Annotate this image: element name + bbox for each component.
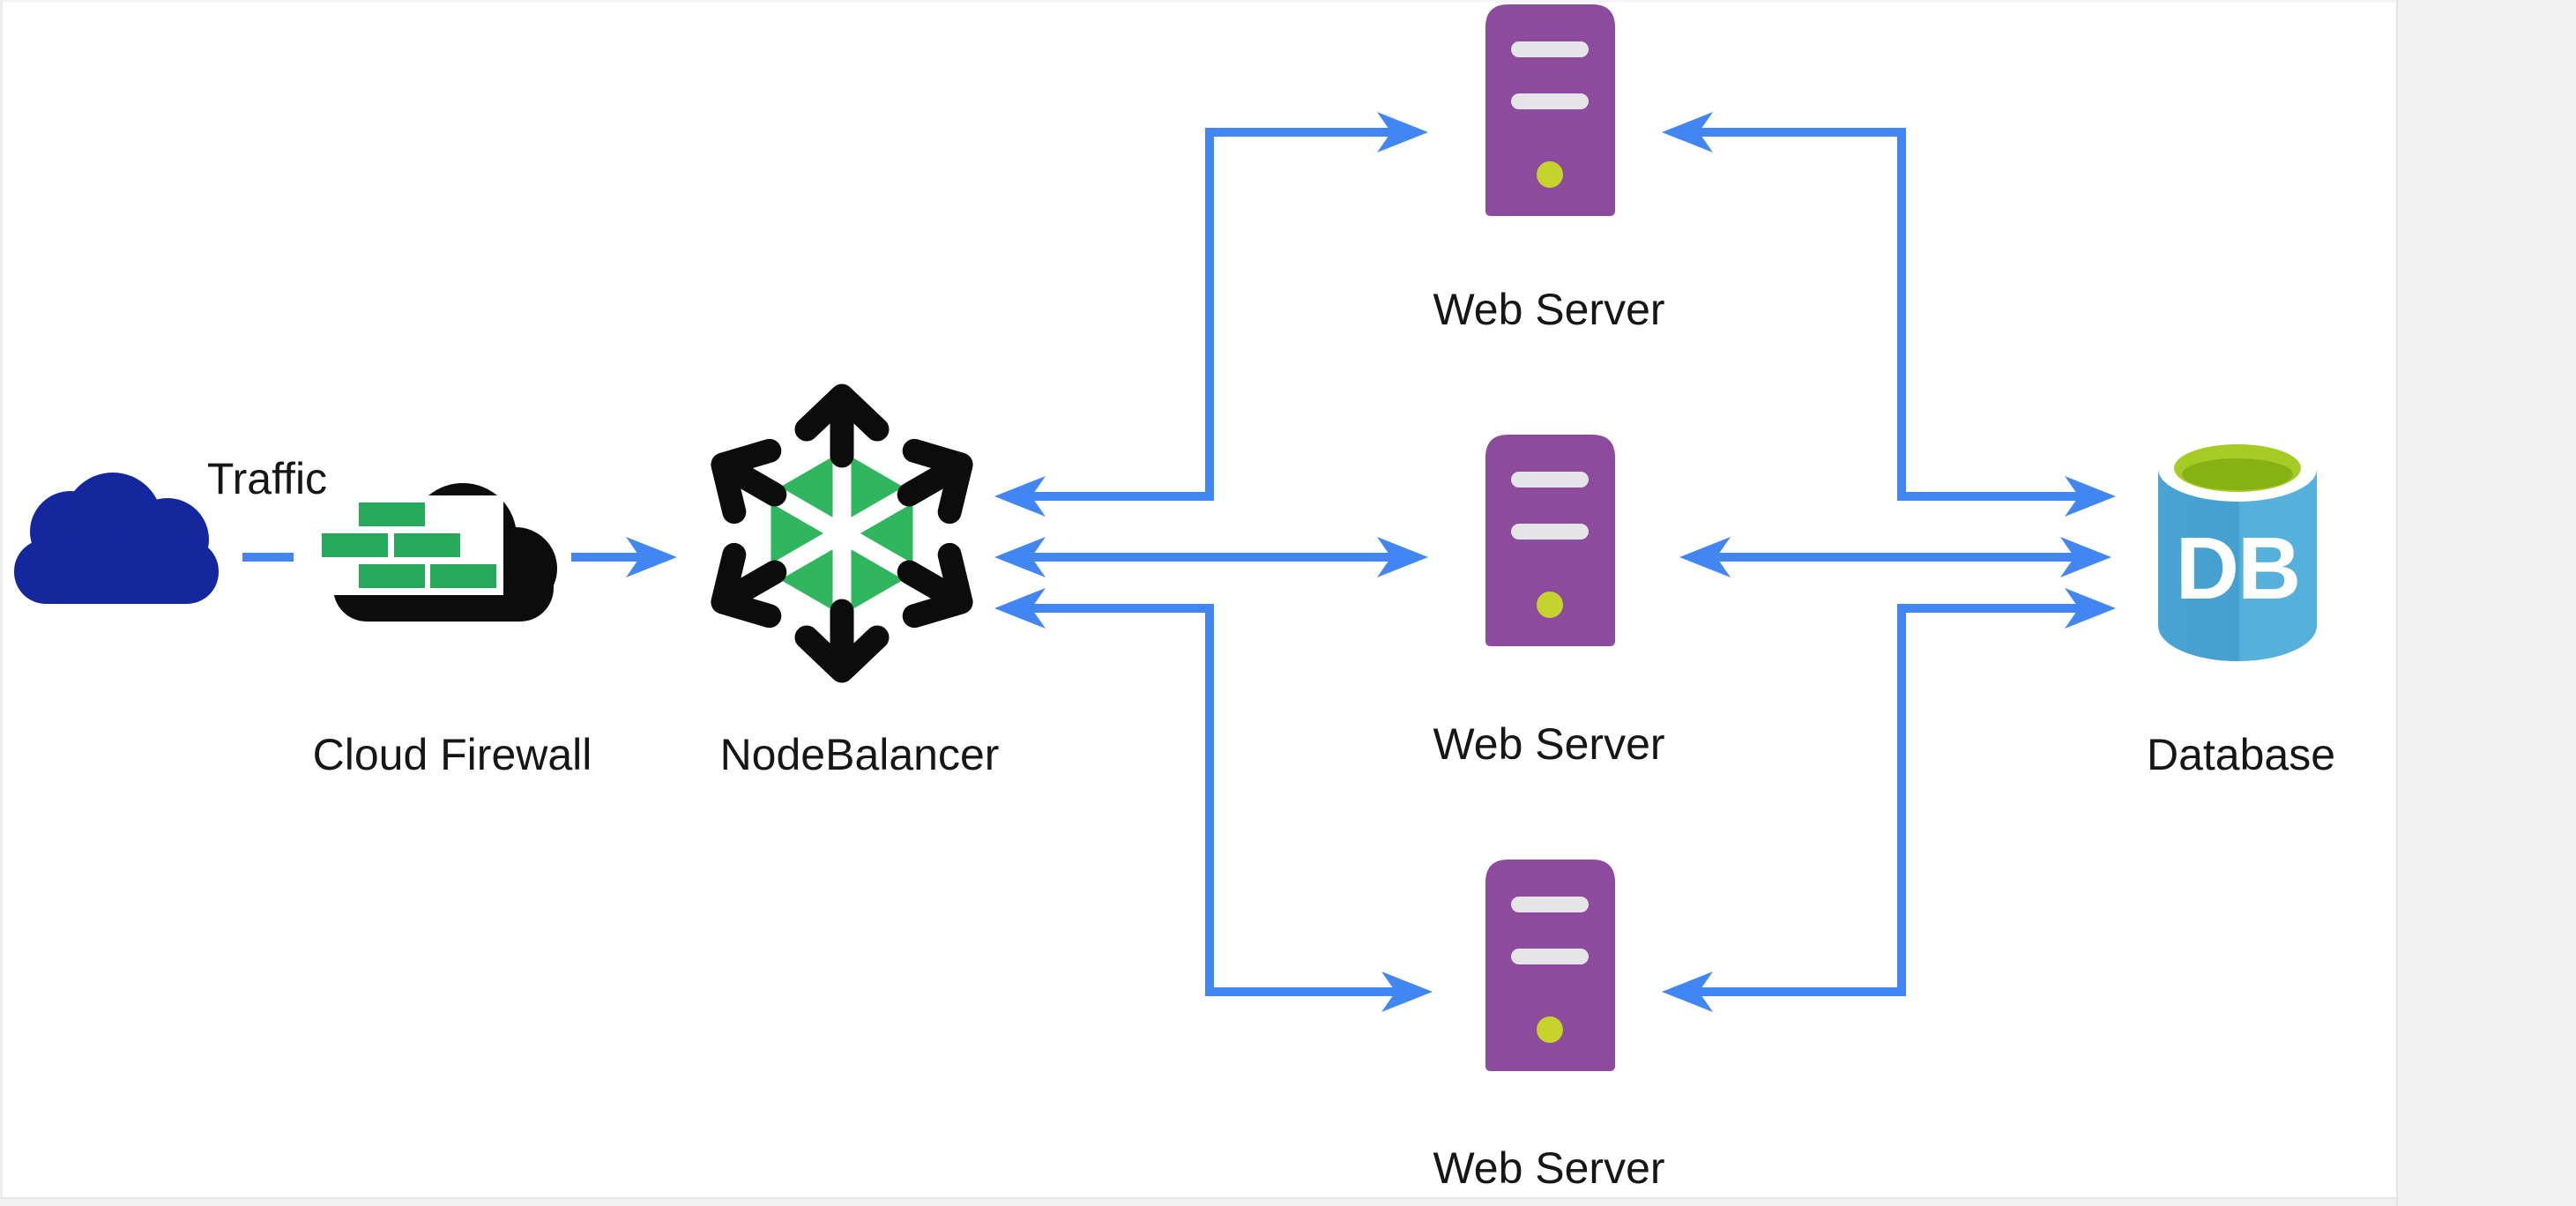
database-badge: DB [2176,519,2299,618]
cloud-firewall-label: Cloud Firewall [313,730,592,779]
arrowhead-left-icon [994,537,1046,577]
database-label: Database [2147,730,2335,779]
arrowhead-right-icon [2065,588,2116,629]
arrowhead-right-icon [1381,972,1433,1012]
firewall-bricks [322,502,496,588]
database-cylinder-body [2158,469,2317,661]
top-edge-strip [0,0,2396,3]
server-slot [1511,41,1589,57]
web-server-3-icon [1485,860,1615,1071]
arrowhead-right-icon [1377,112,1428,153]
right-side-panel [2396,0,2576,1206]
arrowhead-left-icon [1679,537,1731,577]
web-server-2-icon [1485,435,1615,646]
connector-webserver3-database [1662,588,2116,1012]
arrowhead-left-icon [994,476,1046,517]
arrowhead-right-icon [626,537,677,577]
cloud-firewall-icon [315,483,557,622]
left-edge-strip [0,0,3,1199]
arrowhead-left-icon [1662,112,1713,153]
nodebalancer-out-arrows [711,383,973,683]
traffic-label: Traffic [207,454,327,503]
connector-nodebalancer-webserver3 [994,588,1433,1012]
server-slot [1511,897,1589,912]
connector-nodebalancer-webserver1 [994,112,1428,517]
arrowhead-left-icon [1662,972,1713,1012]
connector-webserver1-database [1662,112,2116,517]
nodebalancer-icon [711,383,973,683]
server-led [1537,592,1563,618]
database-icon: DB [2158,436,2317,661]
connector-nodebalancer-webserver2 [994,537,1428,577]
arrowhead-left-icon [994,588,1046,629]
server-slot [1511,524,1589,540]
web-server-1-label: Web Server [1433,285,1664,334]
arrowhead-right-icon [1377,537,1428,577]
traffic-cloud-icon [14,473,219,604]
server-slot [1511,472,1589,488]
nodebalancer-white-stripes [766,451,918,615]
arrowhead-right-icon [2060,537,2111,577]
database-opening-shadow [2182,458,2293,490]
web-server-1-icon [1485,4,1615,216]
arrowhead-right-icon [2065,476,2116,517]
web-server-3-label: Web Server [1433,1143,1664,1193]
server-slot [1511,93,1589,109]
bottom-edge-strip [0,1198,2396,1206]
server-slot [1511,949,1589,964]
web-server-2-label: Web Server [1433,719,1664,769]
connector-webserver2-database [1679,537,2111,577]
server-led [1537,1016,1563,1043]
server-led [1537,161,1563,188]
connector-firewall-nodebalancer [571,537,677,577]
nodebalancer-label: NodeBalancer [720,730,1000,779]
